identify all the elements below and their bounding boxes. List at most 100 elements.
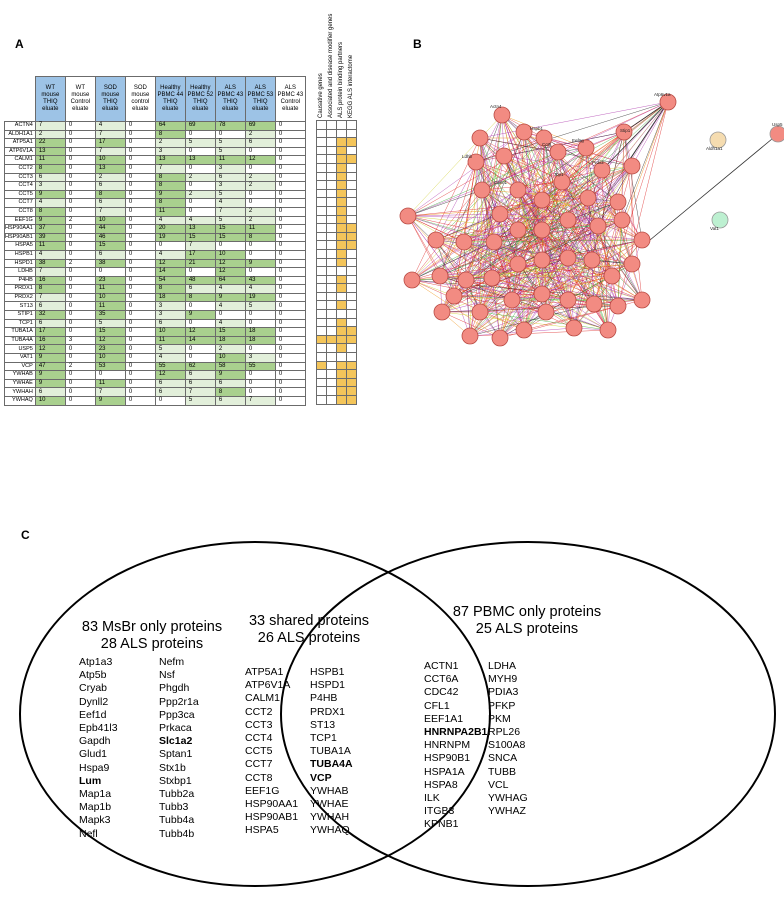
- table-cell: 15: [94, 241, 126, 251]
- network-edge: [503, 131, 625, 157]
- annotation-cell: [326, 120, 337, 130]
- protein-name: Eef1d: [79, 708, 107, 721]
- network-node: [433, 303, 451, 321]
- table-cell: 53: [94, 361, 126, 372]
- annotation-cell: [316, 171, 327, 182]
- table-cell: 8: [154, 181, 186, 191]
- table-cell: 11: [94, 301, 126, 312]
- network-node: [509, 221, 527, 239]
- table-cell: 0: [274, 292, 306, 303]
- network-node: [583, 251, 601, 269]
- annotation-cell: [326, 145, 337, 156]
- table-cell: 0: [64, 155, 96, 165]
- table-cell: 15: [184, 232, 216, 243]
- annotation-cell-marked: [346, 386, 357, 396]
- network-node: [461, 327, 479, 345]
- annotation-cell-marked: [336, 395, 347, 405]
- table-cell: 6: [34, 301, 66, 312]
- table-cell: 7: [34, 121, 66, 131]
- table-cell: 0: [244, 387, 276, 397]
- annotation-cell-marked: [336, 369, 347, 379]
- network-edge: [491, 219, 569, 279]
- protein-name: Ppp3ca: [159, 708, 195, 721]
- table-cell: 4: [214, 198, 246, 208]
- network-edge: [411, 189, 483, 281]
- annotation-cell-marked: [336, 223, 347, 233]
- protein-name: Nefl: [79, 827, 98, 840]
- table-cell: 11: [94, 284, 126, 294]
- als-annotation-grid: [316, 120, 357, 405]
- table-cell: 0: [274, 327, 306, 337]
- table-cell: 5: [214, 189, 246, 200]
- table-cell: 0: [274, 146, 306, 157]
- network-node: [553, 173, 571, 191]
- table-cell: 0: [124, 224, 156, 234]
- protein-name: Sptan1: [159, 748, 193, 761]
- protein-name: Mapk3: [79, 814, 111, 827]
- annotation-cell: [346, 120, 357, 130]
- network-edge: [561, 101, 669, 183]
- protein-name: Tubb4a: [159, 814, 195, 827]
- network-edge: [453, 293, 543, 297]
- protein-name: Phgdh: [159, 682, 190, 695]
- table-cell: 0: [124, 138, 156, 148]
- table-cell: 4: [34, 198, 66, 208]
- annotation-cell: [316, 205, 327, 216]
- network-node: [485, 233, 503, 251]
- table-cell: 6: [94, 181, 126, 191]
- annotation-cell-marked: [346, 240, 357, 250]
- table-cell: 9: [34, 215, 66, 226]
- network-edge: [573, 169, 603, 329]
- network-edge: [611, 101, 669, 277]
- annotation-cell: [346, 291, 357, 302]
- network-node-label: Stip1: [620, 128, 631, 133]
- table-cell: 7: [94, 146, 126, 157]
- table-cell: 0: [274, 378, 306, 389]
- annotation-cell-marked: [336, 386, 347, 396]
- table-cell: 0: [184, 129, 216, 140]
- table-cell: 3: [64, 335, 96, 346]
- annotation-cell: [336, 120, 347, 130]
- table-cell: 0: [124, 378, 156, 389]
- annotation-cell: [336, 266, 347, 276]
- table-cell: 0: [124, 284, 156, 294]
- table-cell: 12: [184, 327, 216, 337]
- table-cell: 0: [64, 284, 96, 294]
- table-cell: 64: [154, 121, 186, 131]
- table-cell: 6: [244, 138, 276, 148]
- table-cell: 0: [64, 224, 96, 234]
- table-cell: 12: [154, 258, 186, 269]
- annotation-cell: [326, 180, 337, 190]
- network-edge: [623, 131, 643, 241]
- annotation-cell: [326, 274, 337, 285]
- annotation-cell-marked: [336, 145, 347, 156]
- network-edge: [435, 201, 619, 241]
- network-edge: [587, 197, 643, 301]
- network-edge: [407, 215, 569, 221]
- network-edge: [481, 189, 569, 221]
- column-header: SOD mouse THIQ eluate: [94, 76, 126, 122]
- gene-name: CCT3: [4, 172, 36, 183]
- table-cell: 23: [94, 344, 126, 355]
- table-cell: 7: [154, 163, 186, 174]
- protein-name: KPNB1: [424, 818, 459, 831]
- table-cell: 4: [214, 301, 246, 312]
- annotation-cell: [336, 291, 347, 302]
- panel-label-b: B: [413, 37, 422, 51]
- table-cell: 14: [184, 335, 216, 346]
- table-cell: 5: [184, 396, 216, 406]
- network-node: [615, 123, 633, 141]
- network-edge: [481, 151, 559, 191]
- annotation-cell: [326, 162, 337, 173]
- table-cell: 0: [64, 206, 96, 217]
- annotation-cell: [316, 274, 327, 285]
- annotation-cell: [316, 257, 327, 268]
- table-cell: 17: [184, 249, 216, 260]
- table-cell: 10: [214, 353, 246, 363]
- protein-name: VCL: [488, 778, 509, 791]
- annotation-cell: [346, 283, 357, 293]
